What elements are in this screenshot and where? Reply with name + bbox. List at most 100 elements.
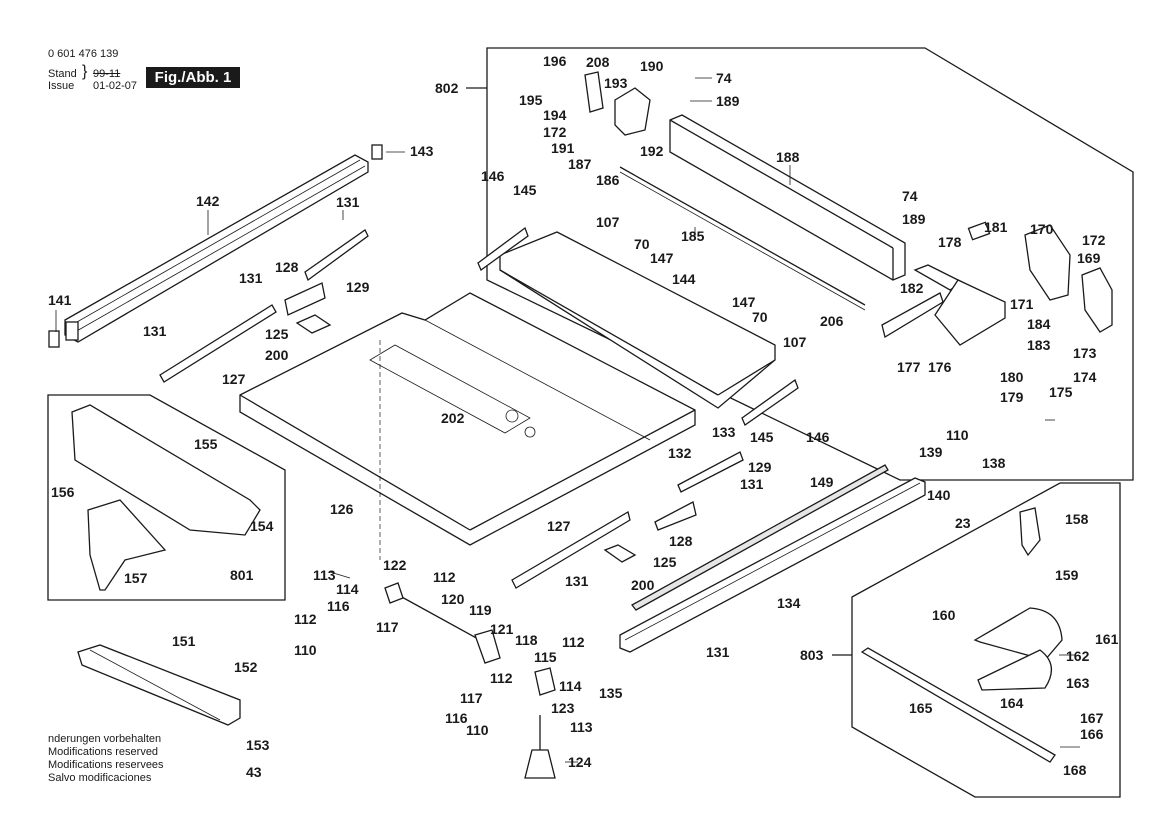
- part-label: 143: [410, 143, 434, 159]
- part-label: 124: [568, 754, 592, 770]
- part-label: 115: [534, 649, 557, 665]
- part-label: 189: [902, 211, 926, 227]
- part-label: 127: [222, 371, 246, 387]
- miter-bar-165: [860, 647, 1056, 763]
- part-label: 166: [1080, 726, 1104, 742]
- part-label: 123: [551, 700, 575, 716]
- part-label: 173: [1073, 345, 1097, 361]
- group-label-802: 802: [435, 80, 459, 96]
- part-label: 131: [143, 323, 167, 339]
- note-es: Salvo modificaciones: [48, 772, 152, 784]
- part-label: 118: [515, 632, 538, 648]
- rail-129-left: [304, 229, 369, 282]
- part-label: 147: [732, 294, 756, 310]
- table-top-126: [239, 292, 696, 560]
- part-label: 116: [327, 598, 350, 614]
- scale-149: [631, 464, 889, 611]
- part-label: 170: [1030, 221, 1054, 237]
- stand-label: Stand: [48, 68, 77, 80]
- part-label: 140: [927, 487, 951, 503]
- part-label: 131: [239, 270, 263, 286]
- part-label: 128: [669, 533, 693, 549]
- part-label: 131: [706, 644, 730, 660]
- part-label: 186: [596, 172, 620, 188]
- part-label: 208: [586, 54, 610, 70]
- issue-value: 01-02-07: [93, 80, 138, 92]
- part-label: 176: [928, 359, 952, 375]
- part-label: 185: [681, 228, 705, 244]
- group-803-outline: [851, 482, 1121, 798]
- part-label: 152: [234, 659, 258, 675]
- part-label: 131: [336, 194, 360, 210]
- front-rail-142: [64, 154, 369, 343]
- shaft-120: [399, 595, 481, 641]
- part-label: 133: [712, 424, 736, 440]
- part-label: 149: [810, 474, 834, 490]
- part-label: 117: [376, 619, 399, 635]
- end-cap-141: [48, 330, 60, 348]
- part-label: 142: [196, 193, 220, 209]
- bracket-182: [881, 292, 944, 339]
- part-label: 70: [634, 236, 650, 252]
- part-label: 190: [640, 58, 664, 74]
- fence-188: [669, 114, 906, 281]
- part-label: 172: [1082, 232, 1106, 248]
- group-802-outline: [486, 47, 1134, 481]
- plate-125-right: [603, 544, 637, 563]
- part-label: 70: [752, 309, 768, 325]
- stand-value: 99-11: [93, 68, 121, 80]
- knob-124: [524, 749, 556, 779]
- part-label: 194: [543, 107, 567, 123]
- part-label: 192: [640, 143, 664, 159]
- part-label: 189: [716, 93, 740, 109]
- part-label: 155: [194, 436, 218, 452]
- part-label: 161: [1095, 631, 1119, 647]
- part-label: 112: [490, 670, 513, 686]
- part-label: 107: [783, 334, 807, 350]
- rail-129-right: [677, 451, 744, 493]
- part-label: 114: [336, 581, 359, 597]
- part-label: 23: [955, 515, 971, 531]
- group-801-outline: [47, 394, 286, 601]
- part-label: 146: [481, 168, 505, 184]
- part-label: 128: [275, 259, 299, 275]
- part-label: 74: [902, 188, 918, 204]
- figure-badge: Fig./Abb. 1: [146, 67, 240, 88]
- bracket-128-right: [654, 501, 697, 531]
- part-label: 188: [776, 149, 800, 165]
- part-label: 200: [631, 577, 655, 593]
- part-label: 120: [441, 591, 465, 607]
- part-label: 145: [750, 429, 774, 445]
- bracket-128-left: [284, 282, 326, 316]
- note-de: nderungen vorbehalten: [48, 733, 162, 745]
- part-label: 113: [570, 719, 593, 735]
- part-label: 116: [445, 710, 468, 726]
- part-label: 126: [330, 501, 354, 517]
- part-label: 154: [250, 518, 274, 534]
- part-label: 195: [519, 92, 543, 108]
- part-label: 168: [1063, 762, 1087, 778]
- part-label: 160: [932, 607, 956, 623]
- part-label: 163: [1066, 675, 1090, 691]
- extension-table-144: [499, 231, 776, 409]
- part-label: 119: [469, 602, 492, 618]
- part-label: 107: [596, 214, 620, 230]
- part-label: 174: [1073, 369, 1097, 385]
- part-label: 169: [1077, 250, 1101, 266]
- part-label: 153: [246, 737, 270, 753]
- clamp-190: [614, 87, 651, 136]
- part-label: 144: [672, 271, 696, 287]
- end-cap-143: [371, 144, 383, 160]
- part-label: 183: [1027, 337, 1051, 353]
- part-label: 182: [900, 280, 924, 296]
- part-label: 178: [938, 234, 962, 250]
- part-label: 125: [265, 326, 289, 342]
- riving-knife-157: [87, 499, 167, 591]
- part-label: 122: [383, 557, 407, 573]
- rod-185: [619, 166, 866, 306]
- part-label: 164: [1000, 695, 1024, 711]
- brace-symbol: }: [82, 63, 88, 80]
- part-label: 156: [51, 484, 75, 500]
- blade-guard-154: [71, 404, 261, 536]
- part-label: 74: [716, 70, 732, 86]
